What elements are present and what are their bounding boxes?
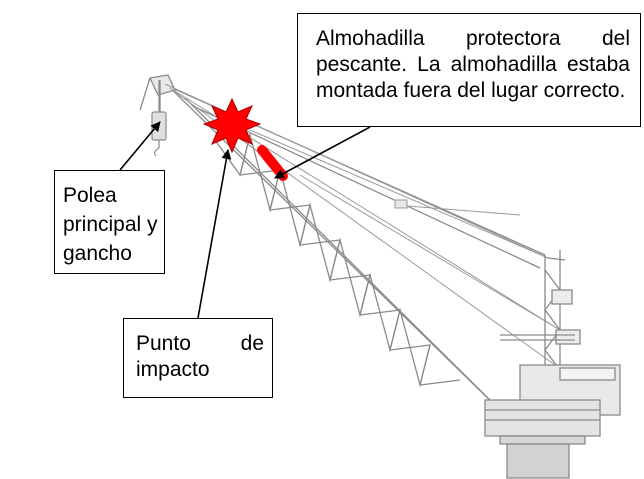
callout-arrows	[119, 121, 371, 319]
callout-boom-pad: Almohadilla protectora del pescante. La …	[297, 13, 641, 127]
arrow-to-pad	[274, 126, 371, 179]
arrow-to-impact	[197, 149, 232, 319]
callout-pulley-hook: Polea principal y gancho	[54, 170, 165, 274]
callout-impact-point: Punto de impacto	[123, 318, 273, 398]
crane-base	[484, 364, 621, 479]
red-starburst-icon	[202, 97, 262, 154]
arrow-to-pulley	[119, 121, 161, 171]
